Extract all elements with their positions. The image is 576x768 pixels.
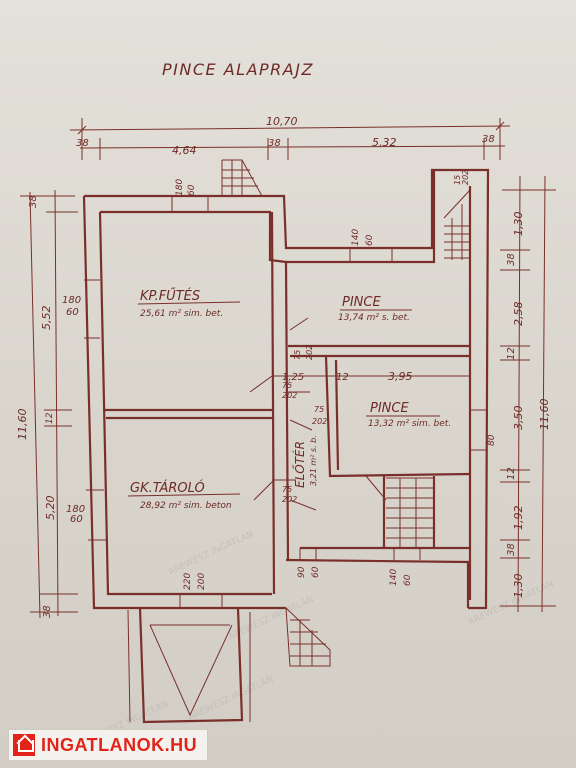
dim-mid-wall: 38 — [268, 138, 281, 149]
win-top-a: 180 — [175, 179, 185, 196]
door-a: 75 — [293, 350, 302, 360]
dim-right-overall: 11,60 — [538, 399, 551, 431]
dim-left-lower: 5,20 — [44, 496, 57, 521]
room-pince-2: PINCE 13,32 m² sim. bet. — [366, 401, 451, 429]
dim-right-d1: 38 — [506, 253, 517, 266]
win-bot-b: 60 — [311, 566, 321, 578]
dim-left-upper: 5,52 — [40, 306, 53, 331]
stair-dim-b: 202 — [461, 170, 470, 185]
dim-left-overall: 11,60 — [16, 409, 29, 441]
stair-bottom — [365, 475, 434, 548]
door-swings — [249, 317, 317, 511]
win-left-a: 180 — [62, 295, 81, 306]
gate-a: 220 — [183, 573, 193, 590]
win-pince-a: 140 — [351, 229, 361, 246]
watermark: AREWESZ INGATLAN — [167, 529, 255, 577]
stair-external-bottom — [285, 606, 331, 667]
house-icon — [13, 734, 35, 756]
dim-left-mid: 12 — [45, 412, 55, 424]
watermark: AREWESZ INGATLAN — [187, 674, 275, 722]
room-pince-1: PINCE 13,74 m² s. bet. — [338, 295, 412, 323]
room-name: ELŐTÉR — [292, 441, 307, 488]
dim-overall-width: 10,70 — [266, 115, 298, 128]
win-left2-b: 60 — [70, 514, 83, 525]
dim-right-d4: 3,50 — [512, 406, 525, 431]
room-name: GK.TÁROLÓ — [130, 480, 205, 496]
site-logo[interactable]: INGATLANOK.HU — [8, 729, 208, 761]
dim-right-d7: 38 — [506, 543, 517, 556]
win-pince-b: 60 — [365, 234, 375, 246]
room-gk-tarolo: GK.TÁROLÓ 28,92 m² sim. beton — [127, 480, 241, 511]
room-kp-futes: KP.FŰTÉS 25,61 m² sim. bet. — [137, 288, 241, 319]
stair-top-right: 15 202 — [443, 170, 471, 260]
garage-ramp — [127, 607, 251, 724]
top-dimensions: 10,70 38 4,64 38 5,32 38 — [69, 115, 511, 160]
door2-a: 75 — [282, 381, 292, 390]
room-area: 3,21 m² s. b. — [309, 435, 318, 486]
dim-left-top: 38 — [28, 195, 39, 208]
win-bot2-b: 60 — [403, 574, 413, 586]
logo-text: INGATLANOK.HU — [41, 734, 198, 755]
window-marks — [84, 196, 486, 608]
watermark: AREWESZ INGATLAN — [227, 594, 315, 642]
win-left-b: 60 — [66, 307, 79, 318]
stair-top-external — [221, 159, 263, 197]
dim-right-top: 1,30 — [512, 212, 525, 237]
room-name: PINCE — [370, 401, 409, 416]
dim-left-wall: 38 — [76, 138, 89, 149]
room-area: 28,92 m² sim. beton — [140, 501, 232, 511]
win-left2-a: 180 — [66, 504, 85, 515]
room-area: 13,32 m² sim. bet. — [368, 419, 451, 429]
dim-right-span: 5,32 — [372, 136, 397, 149]
door3-b: 202 — [312, 417, 327, 426]
dim-right-d8: 1,30 — [512, 574, 525, 599]
stair-dim-a: 15 — [453, 175, 462, 185]
interior-walls — [104, 211, 471, 595]
win-top-b: 60 — [187, 184, 197, 196]
door4-b: 202 — [282, 495, 297, 504]
room-area: 25,61 m² sim. bet. — [140, 309, 223, 319]
dim-left-span: 4,64 — [172, 144, 197, 157]
dim-right-d3: 12 — [506, 347, 517, 360]
dim-wall-12: 12 — [336, 372, 349, 383]
dim-right-80: 80 — [487, 434, 497, 446]
right-dimensions: 1,30 38 2,58 12 3,50 12 1,92 38 1,30 11,… — [500, 175, 556, 613]
dim-left-bottom: 38 — [42, 605, 53, 618]
room-name: PINCE — [342, 295, 381, 310]
door2-b: 202 — [282, 391, 297, 400]
dim-corridor: 1,25 — [282, 372, 304, 383]
room-area: 13,74 m² s. bet. — [338, 313, 410, 323]
door4-a: 75 — [282, 485, 292, 494]
left-dimensions: 38 5,52 11,60 12 5,20 38 — [16, 189, 78, 619]
door-b: 202 — [305, 345, 314, 360]
gate-b: 200 — [197, 573, 207, 590]
win-bot-a: 90 — [297, 566, 307, 578]
room-name: KP.FŰTÉS — [140, 288, 200, 304]
dim-right-d5: 12 — [506, 467, 517, 480]
dim-right-d2: 2,58 — [512, 302, 525, 327]
inner-dimensions: 1,25 12 3,95 180 60 180 60 180 60 140 60… — [62, 179, 497, 590]
plan-title: PINCE ALAPRAJZ — [162, 60, 314, 79]
outer-walls — [82, 168, 490, 610]
dim-right-d6: 1,92 — [512, 506, 525, 531]
win-bot2-a: 140 — [389, 569, 399, 586]
room-eloter: ELŐTÉR 3,21 m² s. b. — [292, 435, 318, 488]
door3-a: 75 — [314, 405, 324, 414]
dim-right-wall: 38 — [482, 134, 495, 145]
dim-pince2-width: 3,95 — [388, 370, 413, 383]
